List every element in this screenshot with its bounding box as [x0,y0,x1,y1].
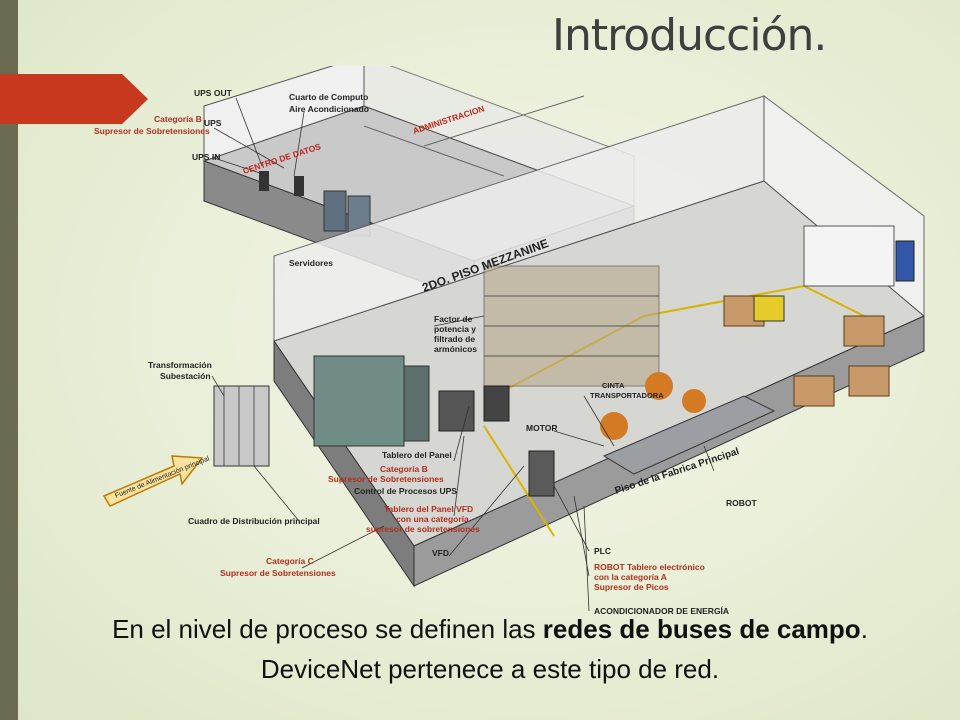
slide-title: Introducción. [552,10,827,61]
label-cuadro: Cuadro de Distribución principal [188,516,320,526]
label-aire: Aire Acondicionado [289,104,369,114]
label-control: Control de Procesos UPS [354,486,457,496]
factory-floor-block [273,95,925,588]
label-cinta: CINTA [602,381,625,390]
label-vfd: VFD [432,548,449,558]
label-acond: ACONDICIONADOR DE ENERGÍA [594,606,729,616]
caption-text-bold: redes de buses de campo [542,614,861,644]
label-armonicos: armónicos [434,344,477,354]
caption-text-a: En el nivel de proceso se definen las [112,614,543,644]
label-filtrado: filtrado de [434,334,475,344]
label-factor: Factor de [434,314,473,324]
label-motor: MOTOR [526,423,557,433]
callout-lines [211,97,715,612]
label-robot-tab: ROBOT Tablero electrónico [594,562,705,572]
label-ups: UPS [204,118,222,128]
label-cuarto-computo: Cuarto de Computo [289,92,368,102]
label-categoria-b-top: Categoría B [154,114,202,124]
label-supresor-b: Supresor de Sobretensiones [328,474,444,484]
label-vfd-cat: con una categoría [396,514,469,524]
label-servidores: Servidores [289,258,333,268]
label-robot-sup: Supresor de Picos [594,582,669,592]
label-supresor-c: Supresor de Sobretensiones [220,568,336,578]
label-potencia: potencia y [434,324,476,334]
label-categoria-c: Categoría C [266,556,314,566]
label-transportadora: TRANSPORTADORA [590,391,664,400]
label-supresor-top: Supresor de Sobretensiones [94,126,210,136]
label-vfd-panel: Tablero del Panel VFD [384,504,473,514]
label-ups-out: UPS OUT [194,88,233,98]
caption-line-2: DeviceNet pertenece a este tipo de red. [260,654,720,684]
left-accent-bar [0,0,18,720]
caption-line-1: En el nivel de proceso se definen las re… [40,614,940,645]
label-robot: ROBOT [726,498,758,508]
supply-arrow: Fuente de Alimentación principal [102,455,211,507]
red-arrow-tab [0,74,148,124]
label-subestacion: Subestación [160,371,211,381]
transformer [213,385,270,467]
label-robot-cat: con la categoría A [594,572,667,582]
label-ups-in: UPS IN [192,152,220,162]
label-transformacion: Transformación [148,360,212,370]
label-fuente: Fuente de Alimentación principal [114,455,211,500]
label-plc: PLC [594,546,611,556]
label-categoria-b: Categoría B [380,464,428,474]
factory-diagram: Fuente de Alimentación principal UPS OUT… [94,66,925,616]
label-vfd-sup: supresor de sobretensiones [366,524,480,534]
label-tablero: Tablero del Panel [382,450,452,460]
caption-text-c: . [860,614,868,644]
